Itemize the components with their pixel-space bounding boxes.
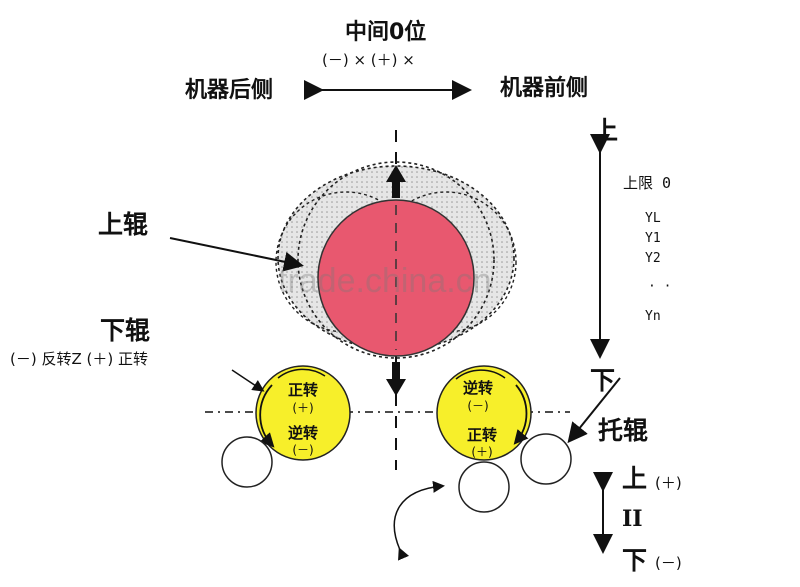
scale-down-label: 下 <box>590 366 616 395</box>
support-minus-label: (－) <box>655 554 682 572</box>
swing-arc-arrow <box>393 480 445 561</box>
left-roll-top-sign: (＋) <box>292 401 313 415</box>
watermark: trade.china.cn <box>278 262 492 300</box>
right-roll-rotation-arrow-top <box>455 369 506 380</box>
right-roll-top-text: 逆转 <box>463 379 493 397</box>
machine-back-label: 机器后侧 <box>185 78 274 103</box>
scale-yn: Yn <box>645 309 661 324</box>
right-roll-top-sign: (－) <box>467 399 488 413</box>
scale-y2: Y2 <box>645 251 661 266</box>
right-roll-bottom-text: 正转 <box>467 426 497 444</box>
support-up-label: 上 <box>622 464 648 493</box>
lower-roll-leader <box>231 369 265 392</box>
lower-roll-direction-note: (－) 反转Z (＋) 正转 <box>10 350 148 368</box>
support-plus-label: (＋) <box>655 474 682 492</box>
support-roll-right <box>520 433 572 485</box>
lower-roll-label: 下辊 <box>100 316 151 345</box>
upper-roll-up-arrow <box>386 165 406 198</box>
left-roll-bottom-sign: (－) <box>292 443 313 457</box>
left-lower-roll <box>255 365 351 461</box>
left-roll-top-text: 正转 <box>288 381 318 399</box>
support-roll-left <box>221 436 273 488</box>
scale-up-label: 上 <box>593 116 619 145</box>
left-roll-rotation-arrow <box>259 384 275 448</box>
support-ii-label: II <box>622 506 643 532</box>
scale-yl: YL <box>645 211 661 226</box>
left-roll-rotation-arrow-top <box>277 368 326 379</box>
upper-roll-down-arrow <box>386 362 406 396</box>
right-roll-bottom-sign: (＋) <box>471 445 492 459</box>
center-zero-label: 中间0位 <box>345 20 427 45</box>
support-roll-leader <box>567 377 621 444</box>
right-lower-roll <box>436 365 532 461</box>
scale-y1: Y1 <box>645 231 661 246</box>
support-roll-label: 托辊 <box>598 416 649 445</box>
support-down-label: 下 <box>622 546 648 575</box>
machine-front-label: 机器前侧 <box>500 76 589 101</box>
upper-roll-leader <box>169 237 304 272</box>
upper-roll-label: 上辊 <box>98 210 149 239</box>
support-roll-middle <box>458 461 510 513</box>
left-roll-bottom-text: 逆转 <box>288 424 318 442</box>
scale-dots: · · <box>648 279 672 294</box>
upper-limit-label: 上限 0 <box>623 174 672 192</box>
right-roll-rotation-arrow <box>513 384 529 445</box>
position-signs: (－) × (＋) × <box>322 51 415 69</box>
